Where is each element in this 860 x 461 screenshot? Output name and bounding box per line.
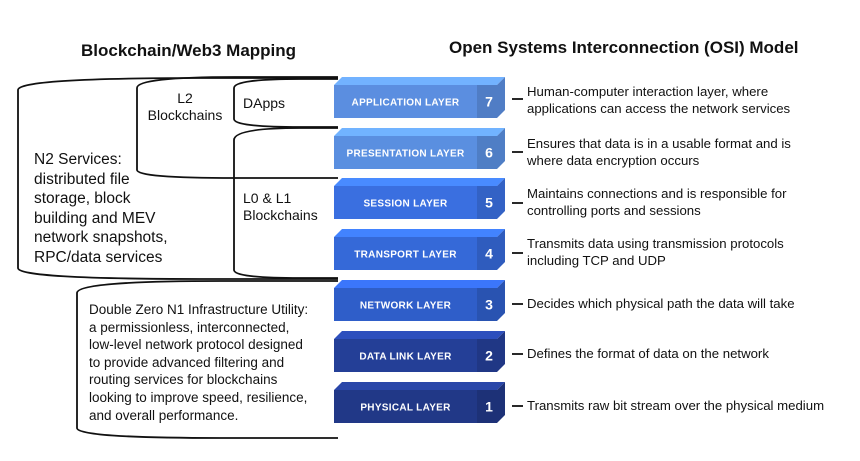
layer-top-face [334, 229, 505, 237]
osi-layer-7: APPLICATION LAYER 7 [334, 77, 505, 118]
layer-number: 4 [485, 246, 493, 262]
layer-side-face [477, 280, 505, 321]
layer-top-face [334, 331, 505, 339]
layer-name: SESSION LAYER [363, 199, 448, 210]
l2-label: L2 Blockchains [147, 90, 223, 123]
layer-front-face [334, 85, 477, 118]
n2-label: N2 Services: distributed file storage, b… [34, 151, 168, 266]
layer-front-face [334, 390, 477, 423]
osi-layer-4: TRANSPORT LAYER 4 [334, 229, 505, 270]
osi-layer-2: DATA LINK LAYER 2 [334, 331, 505, 372]
osi-layer-3: NETWORK LAYER 3 [334, 280, 505, 321]
dapps-label: DApps [243, 95, 286, 111]
layer-side-face [477, 128, 505, 169]
l0l1-label: L0 & L1 Blockchains [243, 190, 318, 223]
layer-name: TRANSPORT LAYER [354, 250, 457, 261]
layer-number: 1 [485, 399, 493, 415]
layer-top-face [334, 128, 505, 136]
layer-description: Decides which physical path the data wil… [527, 296, 795, 311]
layer-front-face [334, 136, 477, 169]
layer-name: DATA LINK LAYER [359, 352, 452, 363]
layer-name: PRESENTATION LAYER [346, 149, 464, 160]
layer-front-face [334, 288, 477, 321]
layer-side-face [477, 382, 505, 423]
layer-name: NETWORK LAYER [360, 301, 452, 312]
osi-layer-5: SESSION LAYER 5 [334, 178, 505, 219]
layer-description: Ensures that data is in a usable format … [527, 136, 791, 168]
layer-number: 6 [485, 145, 493, 161]
layer-side-face [477, 331, 505, 372]
layer-side-face [477, 178, 505, 219]
n1-bracket [76, 280, 338, 439]
layer-top-face [334, 280, 505, 288]
layer-description: Defines the format of data on the networ… [527, 346, 769, 361]
layer-side-face [477, 229, 505, 270]
layer-top-face [334, 382, 505, 390]
dapps-bracket [233, 78, 338, 128]
layer-number: 3 [485, 297, 493, 313]
layer-front-face [334, 339, 477, 372]
layer-top-face [334, 77, 505, 85]
n2-bracket [17, 77, 338, 280]
layer-number: 5 [485, 195, 493, 211]
osi-heading: Open Systems Interconnection (OSI) Model [449, 38, 799, 57]
mapping-heading: Blockchain/Web3 Mapping [81, 41, 297, 60]
l0l1-bracket [233, 127, 338, 279]
osi-layer-1: PHYSICAL LAYER 1 [334, 382, 505, 423]
layer-top-face [334, 178, 505, 186]
n1-label: Double Zero N1 Infrastructure Utility: a… [89, 302, 309, 423]
layer-front-face [334, 186, 477, 219]
layer-description: Transmits data using transmission protoc… [527, 236, 784, 268]
layer-number: 7 [485, 94, 493, 110]
layer-description: Human-computer interaction layer, where … [527, 84, 791, 116]
osi-layer-6: PRESENTATION LAYER 6 [334, 128, 505, 169]
layer-name: PHYSICAL LAYER [360, 403, 451, 414]
layer-description: Maintains connections and is responsible… [527, 186, 787, 218]
layer-number: 2 [485, 348, 493, 364]
layer-description: Transmits raw bit stream over the physic… [527, 398, 825, 413]
layer-name: APPLICATION LAYER [352, 98, 460, 109]
layer-front-face [334, 237, 477, 270]
layer-side-face [477, 77, 505, 118]
